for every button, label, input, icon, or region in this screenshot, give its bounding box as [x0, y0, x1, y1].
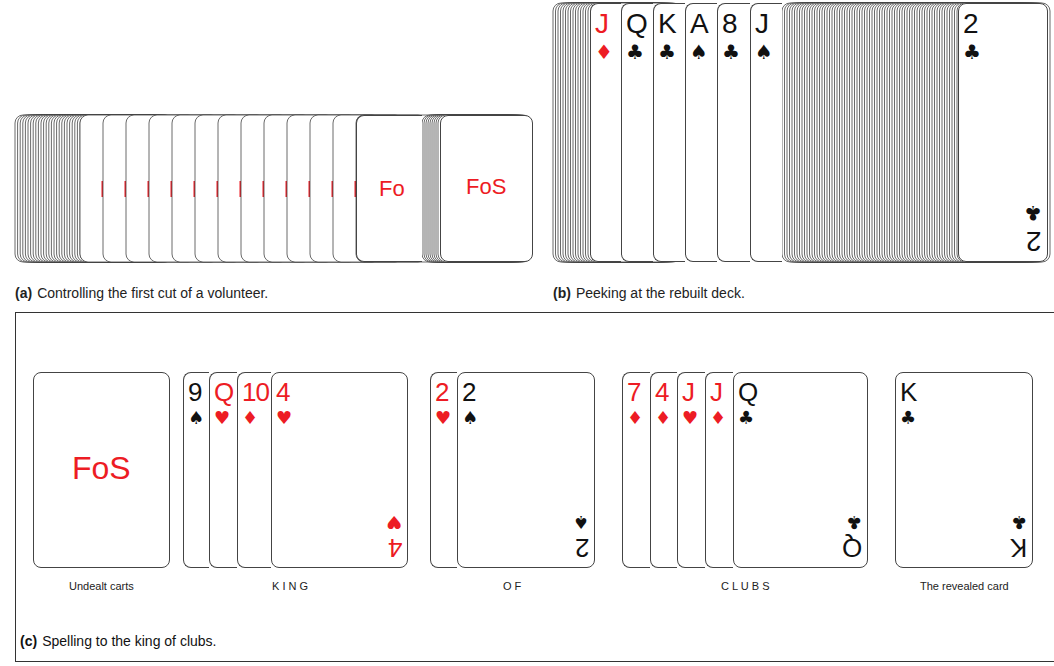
card-rank: 9 — [188, 379, 202, 405]
playing-card: 4♦ — [650, 372, 677, 568]
card-suit: ♦ — [655, 409, 671, 427]
playing-card: FoS — [440, 115, 533, 262]
card-rank: 4 — [388, 535, 402, 561]
card-rank: A — [690, 10, 709, 38]
card-rank: 2 — [1026, 227, 1042, 255]
panel-letter: (a) — [15, 286, 32, 301]
card-suit: ♥ — [435, 409, 451, 427]
card-suit: ♠ — [755, 42, 773, 62]
card-rank: K — [1010, 535, 1027, 561]
card-rank: 4 — [276, 379, 290, 405]
panel-caption: Spelling to the king of clubs. — [42, 634, 216, 648]
card-suit: ♣ — [1011, 513, 1027, 531]
card-mark: Fo — [379, 178, 405, 200]
card-edge — [333, 115, 426, 262]
card-rank: J — [595, 10, 609, 38]
playing-card: J♦ — [590, 3, 621, 262]
card-suit: ♠ — [573, 513, 589, 531]
card-rank: J — [755, 10, 769, 38]
panel-caption: Peeking at the rebuilt deck. — [576, 286, 745, 301]
panel-letter: (c) — [20, 634, 37, 648]
playing-card: K ♣ ♣ K — [895, 372, 1033, 568]
playing-card: J♥ — [677, 372, 705, 568]
card-suit: ♠ — [188, 409, 204, 427]
card-suit: ♦ — [242, 409, 258, 427]
card-rank: 2 — [462, 379, 476, 405]
panel-letter: (b) — [553, 286, 571, 301]
card-rank: Q — [738, 379, 758, 405]
card-rank: 10 — [242, 379, 269, 405]
group-label: K I N G — [272, 580, 308, 592]
playing-card: 2 ♣ ♣ 2 — [958, 3, 1048, 262]
card-suit: ♥ — [276, 409, 292, 427]
card-suit: ♠ — [690, 42, 708, 62]
card-rank: J — [682, 379, 695, 405]
card-rank: 4 — [655, 379, 669, 405]
card-suit: ♠ — [462, 409, 478, 427]
card-rank: 7 — [627, 379, 641, 405]
card-rank: 2 — [575, 535, 589, 561]
playing-card: K♣ — [653, 3, 685, 262]
playing-card: 2♥ — [430, 372, 457, 568]
card-suit: ♥ — [214, 409, 230, 427]
card-rank: K — [900, 379, 917, 405]
playing-card: J♠ — [750, 3, 782, 262]
card-suit: ♦ — [595, 42, 613, 62]
card-rank: 2 — [963, 10, 979, 38]
playing-card: 4 ♥ ♥ 4 — [271, 372, 408, 568]
playing-card: 8♣ — [717, 3, 750, 262]
card-rank: Q — [626, 10, 648, 38]
panel-caption: Controlling the first cut of a volunteer… — [37, 286, 268, 301]
card-edge — [957, 3, 1050, 262]
card-mark: FoS — [466, 176, 506, 198]
card-suit: ♣ — [738, 409, 754, 427]
card-rank: J — [710, 379, 723, 405]
panel-frame: (c)Spelling to the king of clubs.FoS9♠Q♥… — [15, 312, 1054, 662]
group-label: The revealed card — [920, 580, 1009, 592]
card-mark: FoS — [72, 452, 131, 484]
card-edge — [955, 3, 1048, 262]
group-label: O F — [503, 580, 521, 592]
card-suit: ♣ — [626, 42, 644, 62]
playing-card: 7♦ — [622, 372, 650, 568]
card-suit: ♦ — [627, 409, 643, 427]
card-suit: ♣ — [722, 42, 740, 62]
card-rank: Q — [214, 379, 234, 405]
card-suit: ♣ — [963, 42, 981, 62]
playing-card: FoS — [33, 372, 170, 568]
group-label: Undealt carts — [69, 580, 134, 592]
group-label: C L U B S — [721, 580, 770, 592]
playing-card: 10 ♦ — [237, 372, 271, 568]
playing-card: Q ♣ ♣ Q — [733, 372, 868, 568]
playing-card: A♠ — [685, 3, 717, 262]
card-suit: ♦ — [710, 409, 726, 427]
playing-card: Q♥ — [209, 372, 237, 568]
card-suit: ♣ — [900, 409, 916, 427]
playing-card: Fo — [356, 115, 422, 262]
playing-card: J♦ — [705, 372, 733, 568]
card-rank: K — [658, 10, 677, 38]
card-suit: ♣ — [1024, 203, 1042, 223]
playing-card: 2 ♠ ♠ 2 — [457, 372, 595, 568]
playing-card: 9♠ — [183, 372, 209, 568]
card-rank: 8 — [722, 10, 738, 38]
card-suit: ♣ — [658, 42, 676, 62]
card-suit: ♣ — [846, 513, 862, 531]
card-suit: ♥ — [386, 513, 402, 531]
playing-card: Q♣ — [621, 3, 653, 262]
card-rank: Q — [842, 535, 862, 561]
card-suit: ♥ — [682, 409, 698, 427]
card-rank: 2 — [435, 379, 449, 405]
